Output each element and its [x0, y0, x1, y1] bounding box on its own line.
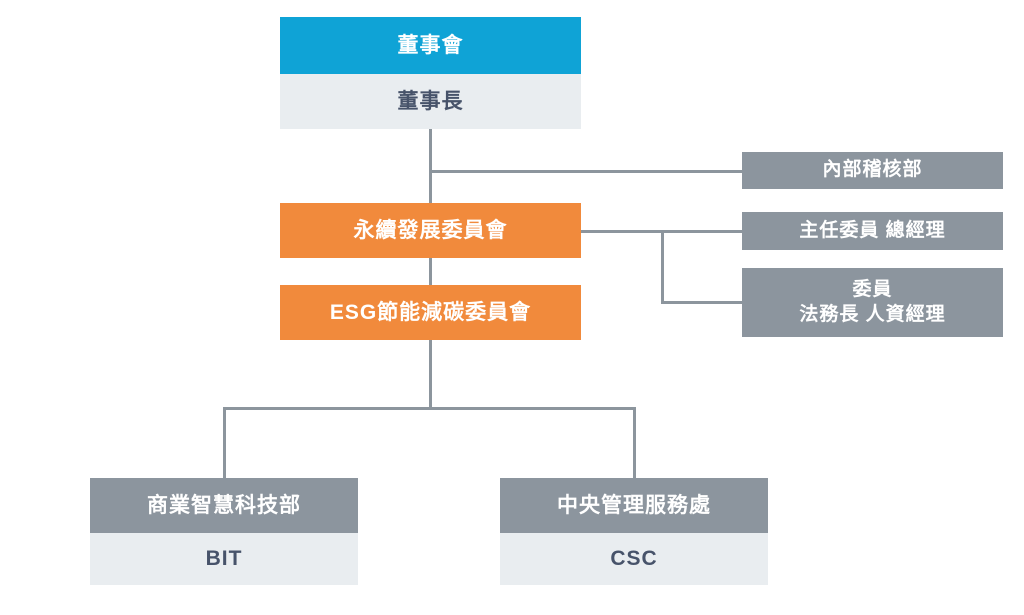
node-members-line1: 委員: [852, 278, 893, 300]
node-members-line2: 法務長 人資經理: [799, 303, 946, 325]
node-internal-audit-label: 內部稽核部: [822, 159, 923, 181]
connector-drop-to-csc: [633, 407, 636, 478]
node-esg-label: ESG節能減碳委員會: [329, 300, 532, 324]
node-bit-abbr-label: BIT: [205, 547, 243, 571]
node-committee-members: 委員 法務長 人資經理: [742, 268, 1003, 337]
connector-chairman-to-sustainability: [429, 129, 432, 203]
connector-junction-to-members: [661, 301, 742, 304]
node-chief-commissioner: 主任委員 總經理: [742, 212, 1003, 250]
connector-bottom-tee: [223, 407, 636, 410]
node-internal-audit: 內部稽核部: [742, 152, 1003, 189]
node-chairman: 董事長: [280, 74, 581, 129]
connector-sustainability-to-esg: [429, 258, 432, 285]
node-bit-department: 商業智慧科技部: [90, 478, 358, 533]
connector-drop-to-bit: [223, 407, 226, 478]
node-csc-department: 中央管理服務處: [500, 478, 768, 533]
node-chairman-label: 董事長: [397, 89, 464, 113]
node-bit-department-label: 商業智慧科技部: [147, 493, 301, 517]
node-csc-abbr-label: CSC: [610, 547, 658, 571]
node-board-label: 董事會: [397, 33, 464, 57]
node-sustainability-label: 永續發展委員會: [353, 218, 508, 242]
connector-junction-drop: [661, 230, 664, 304]
connector-branch-to-audit: [429, 170, 742, 173]
node-sustainability-committee: 永續發展委員會: [280, 203, 581, 258]
connector-esg-down: [429, 340, 432, 410]
node-esg-committee: ESG節能減碳委員會: [280, 285, 581, 340]
node-bit-abbr: BIT: [90, 533, 358, 585]
node-board: 董事會: [280, 17, 581, 74]
node-chief-commissioner-label: 主任委員 總經理: [799, 219, 946, 241]
node-csc-abbr: CSC: [500, 533, 768, 585]
node-csc-department-label: 中央管理服務處: [557, 493, 711, 517]
